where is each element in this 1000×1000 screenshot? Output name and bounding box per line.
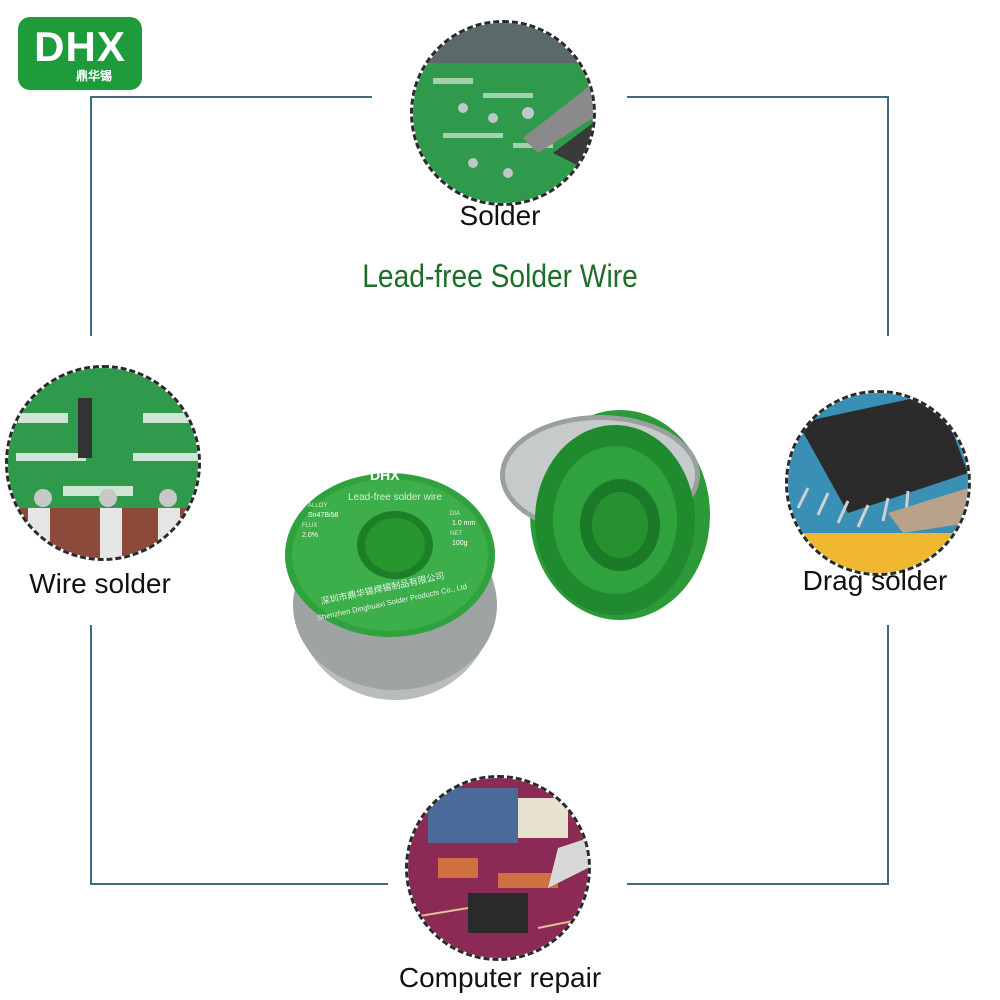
spool-flux-label: FLUX <box>302 523 317 529</box>
spool-flux-value: 2.0% <box>302 532 318 539</box>
spool-product: Lead-free solder wire <box>348 492 442 503</box>
brand-logo: DHX 鼎华锡 <box>18 17 142 90</box>
solder-label: Solder <box>459 200 541 231</box>
spool-front <box>285 473 497 700</box>
frame-right-lower <box>887 625 889 885</box>
drag-solder-photo <box>785 390 971 576</box>
frame-top-left <box>90 96 372 98</box>
logo-text: DHX <box>34 23 126 70</box>
frame-left-lower <box>90 625 92 885</box>
solder-photo <box>410 20 596 206</box>
drag-solder-label: Drag solder <box>802 565 948 596</box>
computer-repair-photo <box>405 775 591 961</box>
solder-wire-spools: DHX Lead-free solder wire ALLOY Sn47Bi58… <box>285 410 710 700</box>
frame-bottom-right <box>627 883 889 885</box>
frame-right-upper <box>887 96 889 336</box>
spool-dia-value: 1.0 mm <box>452 520 476 527</box>
wire-solder-label: Wire solder <box>29 568 171 599</box>
frame-bottom-left <box>90 883 388 885</box>
frame-left-upper <box>90 96 92 336</box>
logo-subtext: 鼎华锡 <box>76 69 113 83</box>
spool-brand: DHX <box>370 467 400 483</box>
spool-back <box>500 410 710 620</box>
spool-alloy-label: ALLOY <box>308 503 327 509</box>
spool-dia-label: DIA <box>450 511 460 517</box>
spool-net-label: NET <box>450 531 462 537</box>
page-title: Lead-free Solder Wire <box>362 258 638 294</box>
frame-top-right <box>627 96 889 98</box>
computer-repair-label: Computer repair <box>398 962 602 993</box>
spool-net-value: 100g <box>452 540 468 547</box>
spool-alloy-value: Sn47Bi58 <box>308 512 338 519</box>
wire-solder-photo <box>5 365 201 561</box>
